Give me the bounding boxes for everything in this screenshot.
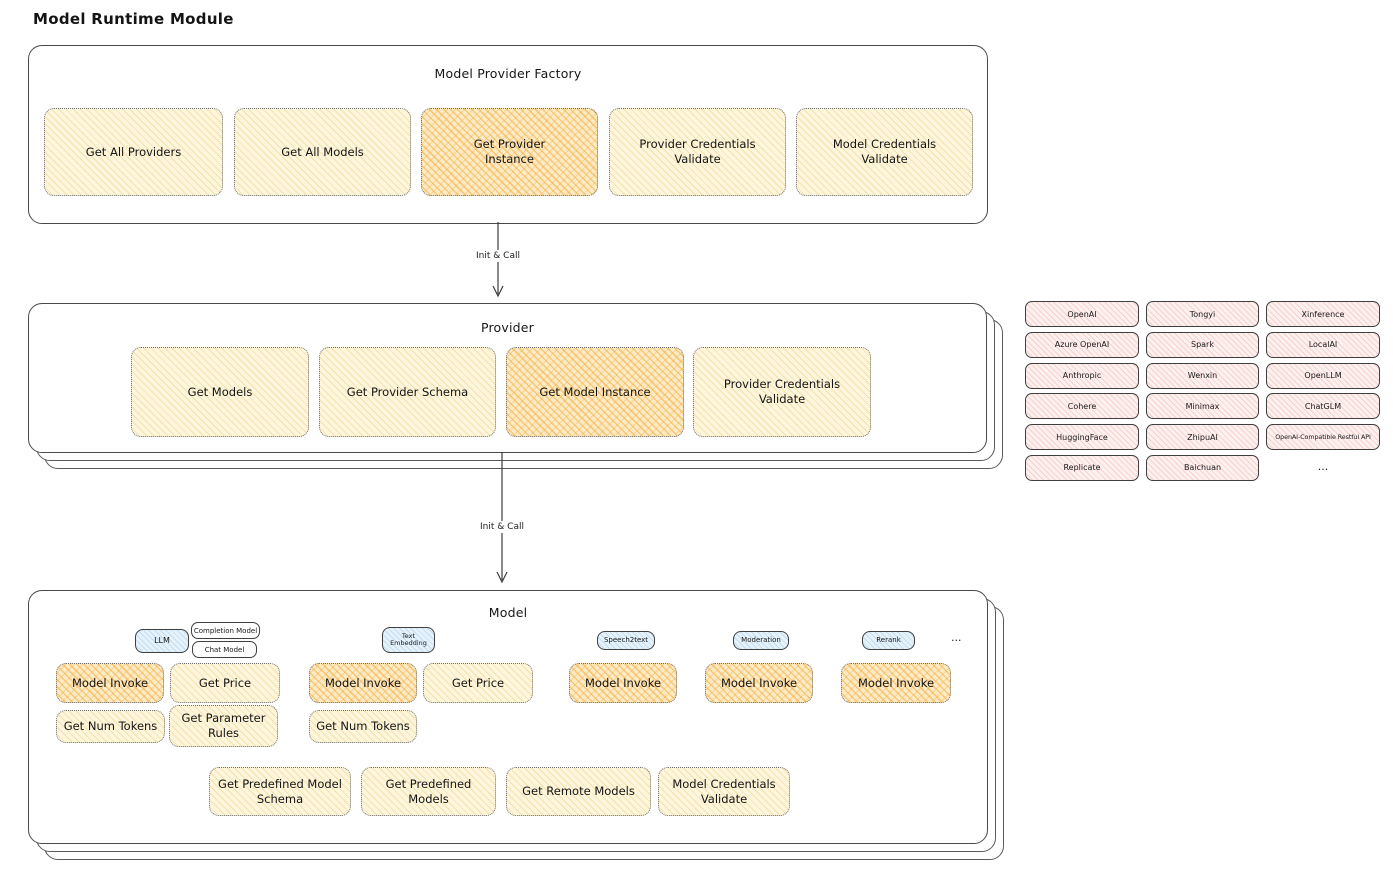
provider-chip-minimax: Minimax — [1146, 393, 1259, 420]
node-label: Get Predefined Models — [385, 776, 472, 806]
node-model-credentials-validate: Model Credentials Validate — [796, 108, 973, 196]
providers-more-ellipsis: ... — [1317, 460, 1329, 474]
provider-chip-wenxin: Wenxin — [1146, 362, 1259, 389]
provider-chip-anthropic: Anthropic — [1025, 362, 1139, 389]
node-label: Model Invoke — [720, 675, 798, 690]
arrow-label-init-call-2: Init & Call — [452, 521, 552, 533]
tag-completion-model: Completion Model — [191, 622, 260, 639]
node-embedding-model-invoke: Model Invoke — [309, 663, 417, 703]
provider-chip-azure-openai: Azure OpenAI — [1025, 331, 1139, 358]
node-rerank-model-invoke: Model Invoke — [841, 663, 951, 703]
node-embedding-get-price: Get Price — [423, 663, 533, 703]
node-label: Get Models — [187, 384, 253, 399]
node-label: Model Invoke — [584, 675, 662, 690]
node-speech2text-model-invoke: Model Invoke — [569, 663, 677, 703]
tag-rerank: Rerank — [862, 631, 915, 650]
arrow-down-icon — [496, 452, 508, 584]
node-moderation-model-invoke: Model Invoke — [705, 663, 813, 703]
provider-chips-grid: OpenAI Tongyi Xinference Azure OpenAI Sp… — [1025, 301, 1380, 481]
node-embedding-get-num-tokens: Get Num Tokens — [309, 710, 417, 743]
provider-chip-openai: OpenAI — [1025, 301, 1139, 327]
node-llm-model-invoke: Model Invoke — [56, 663, 164, 703]
factory-box: Model Provider Factory Get All Providers… — [28, 45, 988, 224]
factory-title: Model Provider Factory — [434, 66, 582, 81]
tag-chat-model: Chat Model — [192, 641, 257, 658]
node-label: Get Price — [451, 675, 505, 690]
tag-moderation: Moderation — [733, 631, 789, 650]
node-label: Model Invoke — [857, 675, 935, 690]
node-get-remote-models: Get Remote Models — [506, 767, 651, 816]
page-title: Model Runtime Module — [33, 10, 234, 28]
tags-more-ellipsis: ... — [951, 631, 962, 644]
provider-chip-zhipuai: ZhipuAI — [1146, 424, 1259, 451]
provider-chip-huggingface: HuggingFace — [1025, 424, 1139, 451]
provider-chip-cohere: Cohere — [1025, 393, 1139, 420]
node-provider-credentials-validate-2: Provider Credentials Validate — [693, 347, 871, 437]
node-provider-credentials-validate: Provider Credentials Validate — [609, 108, 786, 196]
provider-title: Provider — [480, 320, 535, 335]
provider-chip-tongyi: Tongyi — [1146, 301, 1259, 327]
node-label: Get Price — [198, 675, 252, 690]
node-llm-get-num-tokens: Get Num Tokens — [56, 710, 165, 743]
node-label: Model Credentials Validate — [672, 776, 776, 806]
node-label: Get Remote Models — [522, 784, 635, 799]
node-label: Get All Models — [281, 144, 364, 159]
provider-chip-openai-compatible: OpenAI-Compatible Restful API — [1266, 424, 1380, 451]
node-model-credentials-validate-2: Model Credentials Validate — [658, 767, 790, 816]
tag-text-embedding: Text Embedding — [382, 627, 435, 653]
node-label: Get Provider Instance — [473, 137, 546, 166]
node-get-model-instance: Get Model Instance — [506, 347, 684, 437]
arrow-label-init-call: Init & Call — [448, 250, 548, 262]
node-label: Model Invoke — [71, 675, 149, 690]
node-llm-get-parameter-rules: Get Parameter Rules — [169, 705, 278, 747]
model-title: Model — [488, 605, 528, 620]
provider-chip-replicate: Replicate — [1025, 454, 1139, 481]
model-box: Model LLM Completion Model Chat Model Te… — [28, 590, 988, 844]
node-label: Get All Providers — [85, 144, 182, 159]
node-label: Get Provider Schema — [346, 384, 469, 399]
provider-chip-xinference: Xinference — [1266, 301, 1380, 327]
node-label: Provider Credentials Validate — [639, 137, 756, 166]
node-label: Get Predefined Model Schema — [218, 776, 342, 806]
node-get-all-models: Get All Models — [234, 108, 411, 196]
node-get-predefined-models: Get Predefined Models — [361, 767, 496, 816]
provider-chip-openllm: OpenLLM — [1266, 362, 1380, 389]
tag-speech2text: Speech2text — [597, 631, 655, 650]
provider-chip-baichuan: Baichuan — [1146, 454, 1259, 481]
node-llm-get-price: Get Price — [170, 663, 280, 703]
node-get-all-providers: Get All Providers — [44, 108, 223, 196]
node-label: Provider Credentials Validate — [723, 377, 841, 406]
tag-llm: LLM — [135, 629, 189, 653]
node-get-provider-instance: Get Provider Instance — [421, 108, 598, 196]
node-label: Get Model Instance — [539, 384, 651, 399]
node-get-provider-schema: Get Provider Schema — [319, 347, 496, 437]
provider-chip-chatglm: ChatGLM — [1266, 393, 1380, 420]
node-label: Get Num Tokens — [316, 719, 410, 734]
provider-chip-localai: LocalAI — [1266, 331, 1380, 358]
provider-box: Provider Get Models Get Provider Schema … — [28, 303, 987, 453]
node-label: Model Credentials Validate — [832, 137, 937, 166]
node-get-predefined-model-schema: Get Predefined Model Schema — [209, 767, 351, 816]
node-label: Get Num Tokens — [63, 719, 158, 734]
node-get-models: Get Models — [131, 347, 309, 437]
node-label: Model Invoke — [324, 675, 402, 690]
node-label: Get Parameter Rules — [181, 711, 266, 740]
provider-chip-spark: Spark — [1146, 331, 1259, 358]
